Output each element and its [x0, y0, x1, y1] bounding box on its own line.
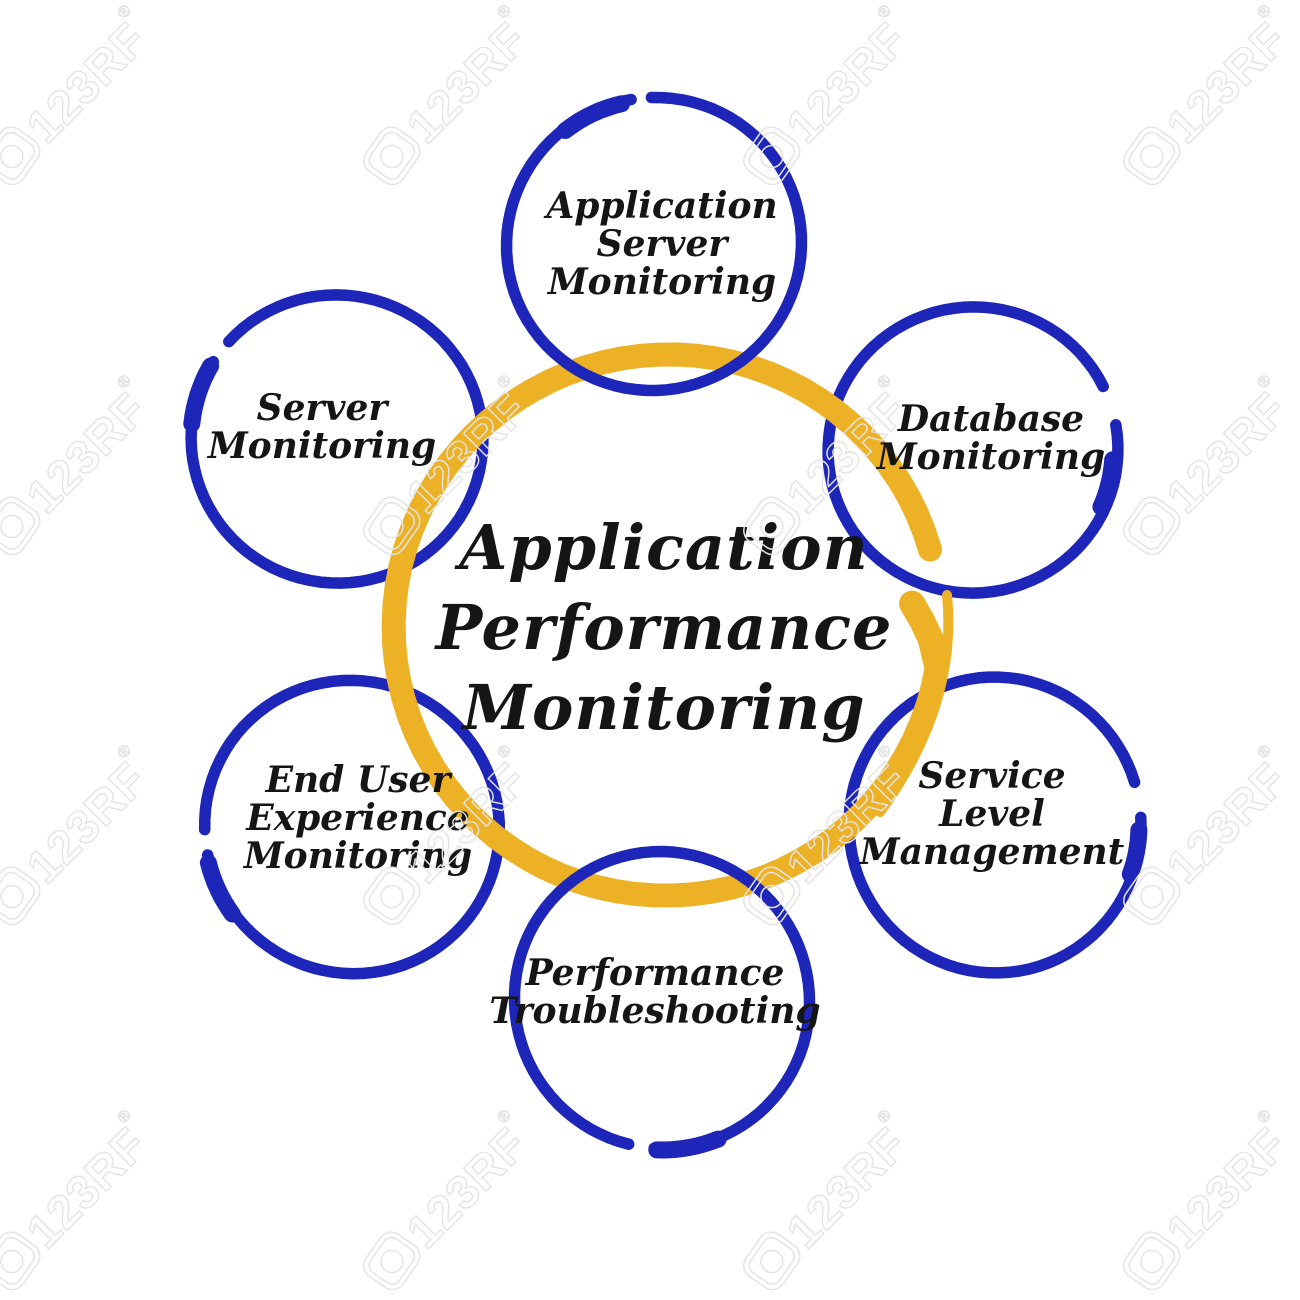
node-line: Troubleshooting	[489, 990, 821, 1032]
yellow-brush-tail	[875, 590, 954, 817]
center-line: Monitoring	[462, 671, 866, 744]
circle-brush-flick	[1092, 451, 1122, 516]
node-label-application-server-monitoring: Application Server Monitoring	[546, 187, 777, 301]
circle-end-user-experience-monitoring	[198, 674, 506, 980]
circle-brush-flick	[199, 854, 241, 923]
node-label-end-user-experience-monitoring: End User Experience Monitoring	[244, 761, 472, 875]
node-line: Monitoring	[243, 835, 473, 877]
node-line: End User	[265, 759, 451, 801]
circle-database-monitoring	[822, 301, 1124, 599]
node-label-database-monitoring: Database Monitoring	[877, 400, 1105, 476]
circle-brush-flick	[1121, 821, 1148, 883]
node-line: Performance	[525, 952, 785, 994]
circle-stroke	[508, 845, 816, 1155]
circle-server-monitoring	[183, 289, 489, 589]
node-label-service-level-management: Service Level Management	[860, 757, 1125, 871]
circle-brush-flick	[556, 95, 631, 139]
yellow-brush-end	[899, 590, 950, 676]
circle-brush-flick	[648, 1130, 727, 1159]
node-label-performance-troubleshooting: Performance Troubleshooting	[489, 954, 820, 1030]
circle-stroke	[198, 674, 506, 980]
circle-performance-troubleshooting	[508, 845, 816, 1159]
circle-stroke	[822, 301, 1124, 599]
center-yellow-circle	[381, 342, 954, 908]
circle-brush-flick	[183, 357, 220, 433]
node-line: Server	[596, 223, 728, 265]
circle-stroke	[185, 289, 489, 589]
center-line: Performance	[435, 591, 893, 664]
yellow-ring-stroke	[381, 342, 952, 908]
node-label-server-monitoring: Server Monitoring	[208, 389, 436, 465]
node-line: Monitoring	[547, 261, 777, 303]
node-line: Management	[859, 831, 1125, 873]
center-node-label: Application Performance Monitoring	[436, 508, 893, 748]
node-line: Service	[918, 755, 1066, 797]
node-line: Application	[546, 185, 778, 227]
node-line: Server	[256, 387, 388, 429]
node-line: Monitoring	[876, 436, 1106, 478]
node-line: Experience	[246, 797, 470, 839]
center-line: Application	[459, 511, 869, 584]
node-line: Monitoring	[207, 425, 437, 467]
circle-stroke	[843, 671, 1147, 979]
node-line: Database	[897, 398, 1085, 440]
node-line: Level	[939, 793, 1045, 835]
